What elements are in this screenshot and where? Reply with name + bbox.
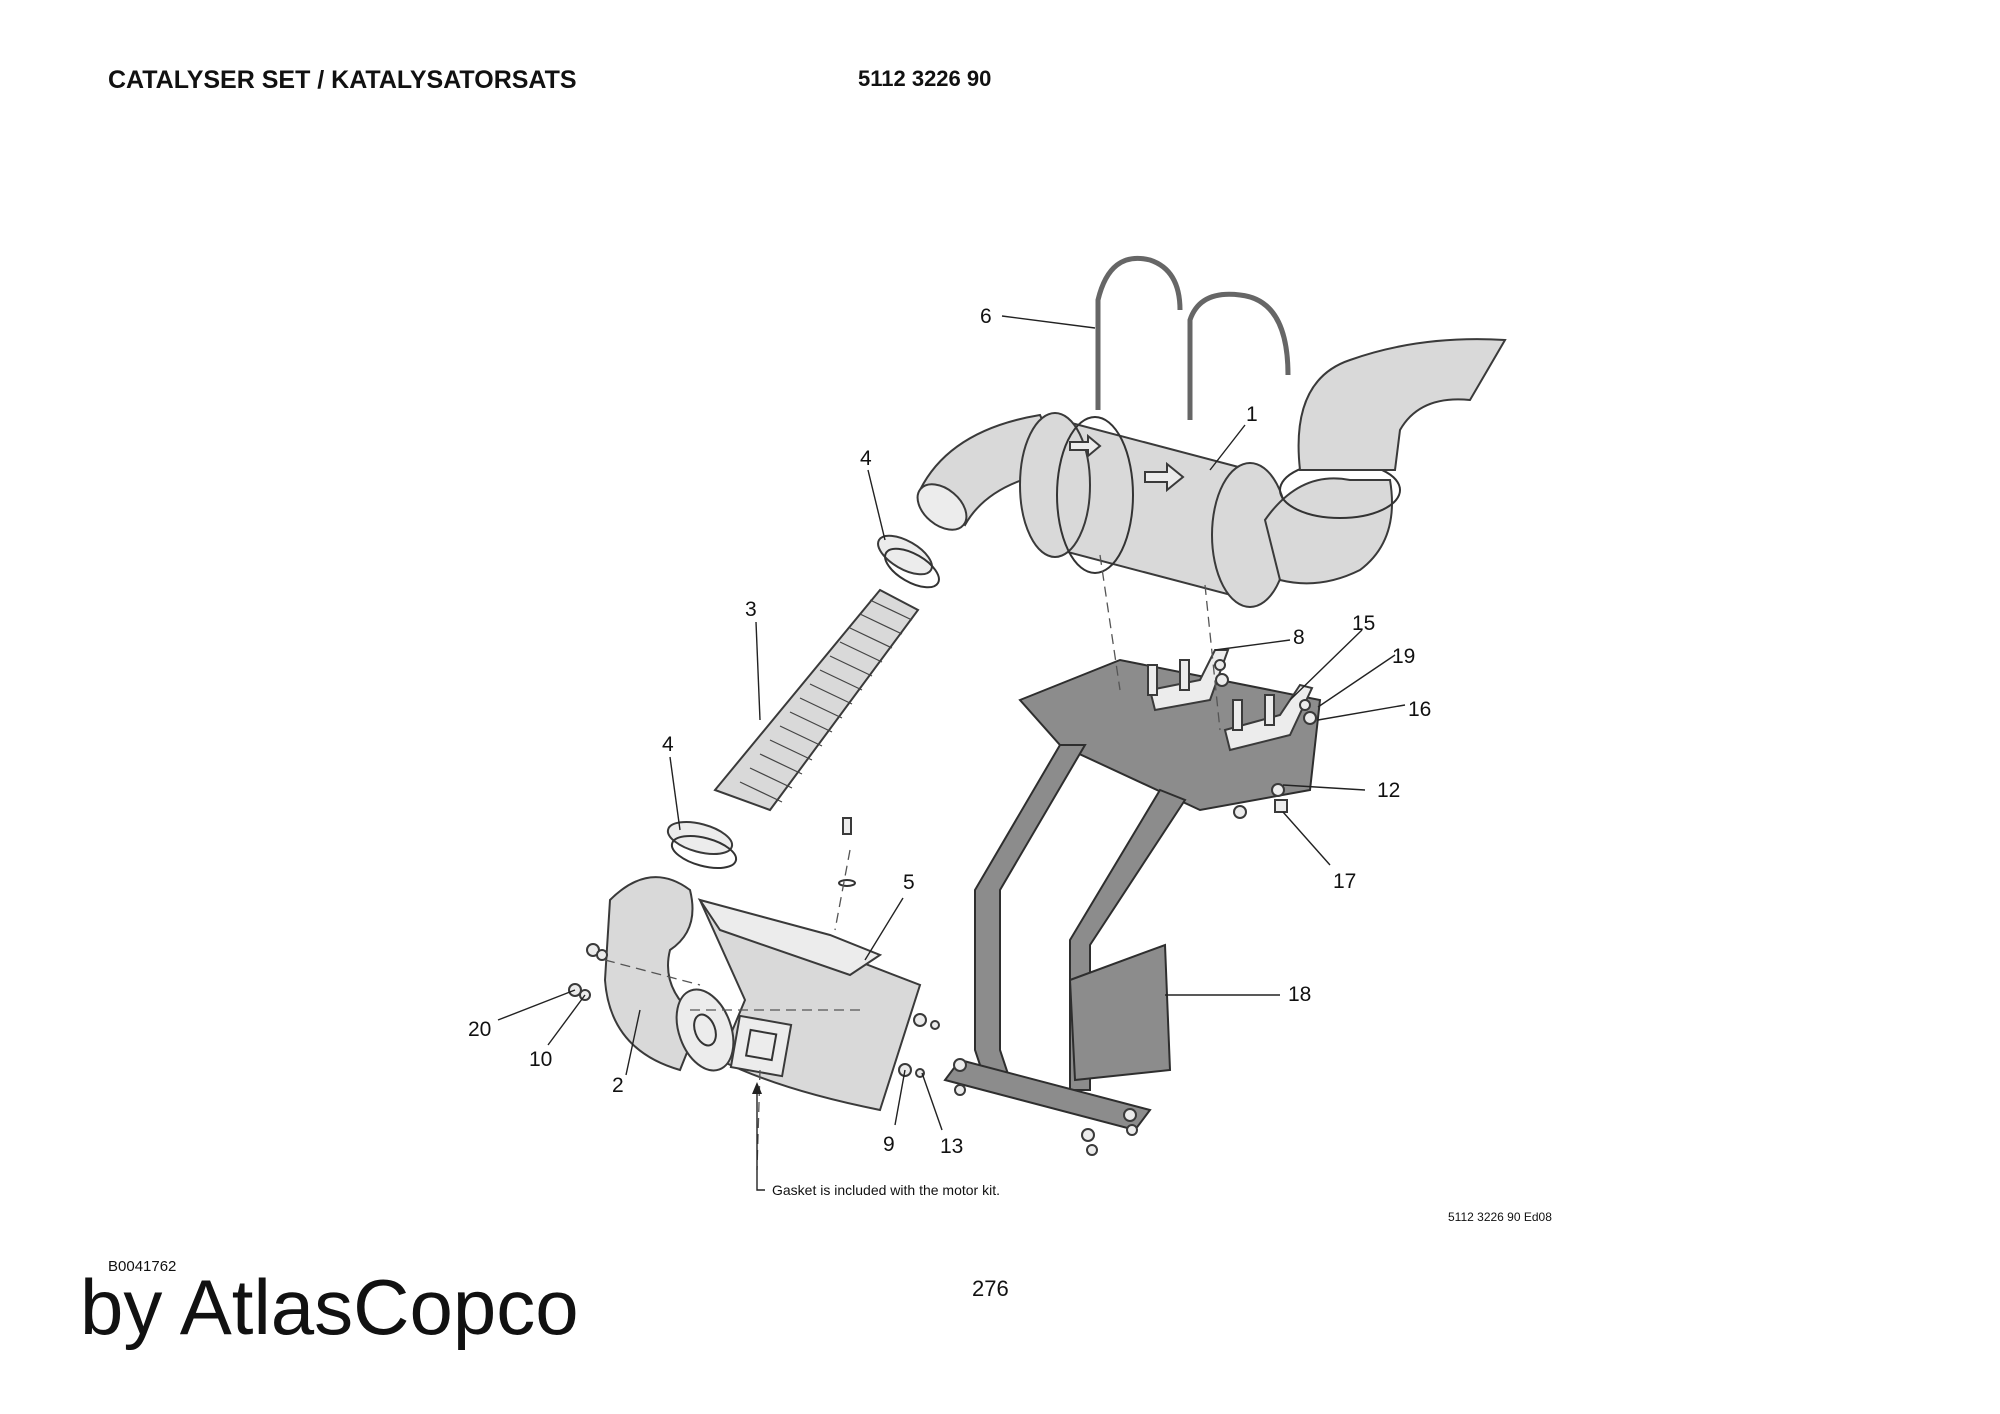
exhaust-bend-and-shield	[603, 876, 922, 1112]
page-title: CATALYSER SET / KATALYSATORSATS	[108, 66, 577, 94]
part-number: 5112 3226 90	[858, 66, 992, 91]
front-clamp-ring	[1056, 416, 1134, 574]
callout-19: 19	[1392, 645, 1415, 668]
callout-15: 15	[1352, 612, 1375, 635]
catalyser-front-end	[1019, 412, 1091, 558]
drawing-code: B0041762	[108, 1258, 177, 1275]
flexible-hose	[713, 588, 920, 812]
callout-8: 8	[1293, 626, 1305, 649]
callout-9: 9	[883, 1133, 895, 1156]
gasket-flange	[729, 1014, 793, 1078]
callout-4-upper: 4	[860, 447, 872, 470]
callout-2: 2	[612, 1074, 624, 1097]
leader-lines	[497, 315, 1406, 1191]
stand-leg-front	[974, 744, 1087, 1081]
callout-10: 10	[529, 1048, 552, 1071]
note-arrow-icon	[752, 1082, 762, 1094]
callout-3: 3	[745, 598, 757, 621]
callouts: 1 2 3 4 4 5 6 8 9 10 12 13 15 16 17 18 1…	[468, 305, 1431, 1158]
edition-code: 5112 3226 90 Ed08	[1448, 1210, 1552, 1224]
callout-1: 1	[1246, 403, 1258, 426]
bracket-rear	[1223, 683, 1314, 752]
callout-4-lower: 4	[662, 733, 674, 756]
flow-arrow-icon	[1069, 433, 1102, 459]
callout-17: 17	[1333, 870, 1356, 893]
bracket-front	[1148, 649, 1230, 712]
brand-watermark: by AtlasCopco	[80, 1263, 579, 1351]
catalyser-assembly	[916, 338, 1507, 608]
flow-arrow-icon	[1144, 461, 1185, 493]
callout-16: 16	[1408, 698, 1431, 721]
callout-20: 20	[468, 1018, 491, 1041]
hose-clamp-lower	[666, 821, 738, 869]
outlet-elbow-upper	[1297, 338, 1507, 471]
heat-shield-top	[697, 898, 883, 977]
outlet-elbow-lower	[1263, 477, 1393, 585]
callout-12: 12	[1377, 779, 1400, 802]
page-number: 276	[972, 1276, 1009, 1301]
support-stand	[943, 649, 1322, 1156]
u-bolts	[1095, 255, 1291, 420]
gasket-note: Gasket is included with the motor kit.	[772, 1182, 1000, 1198]
callout-5: 5	[903, 871, 915, 894]
inlet-opening	[916, 483, 968, 531]
hose-clamp-upper	[877, 534, 940, 589]
callout-13: 13	[940, 1135, 963, 1158]
mounting-plate	[1068, 943, 1172, 1082]
callout-18: 18	[1288, 983, 1311, 1006]
callout-6: 6	[980, 305, 992, 328]
